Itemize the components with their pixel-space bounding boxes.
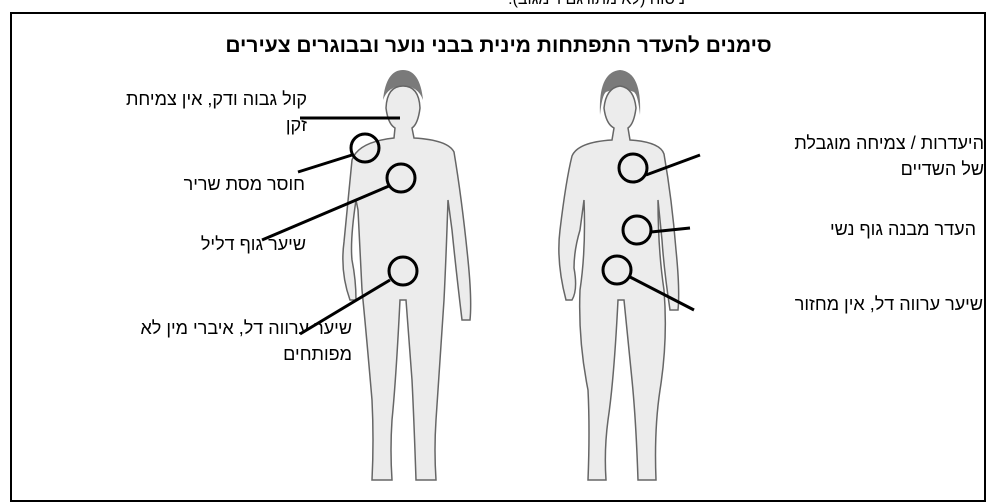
label-muscle: חוסר מסת שריר bbox=[184, 171, 305, 197]
illustration bbox=[0, 0, 997, 486]
label-body-hair: שיער גוף דליל bbox=[201, 231, 306, 257]
label-body-shape: העדר מבנה גוף נשי bbox=[830, 216, 976, 242]
male-figure bbox=[343, 70, 471, 480]
label-voice: קול גבוה ודק, אין צמיחת זקן bbox=[126, 86, 307, 138]
label-male-pubic: שיער ערווה דל, איברי מין לא מפותחים bbox=[140, 315, 352, 367]
label-female-pubic: שיער ערווה דל, אין מחזור bbox=[795, 291, 983, 317]
muscle-pointer-line bbox=[298, 155, 352, 172]
female-figure bbox=[559, 70, 679, 480]
label-breasts: היעדרות / צמיחה מוגבלת של השדיים bbox=[794, 130, 984, 182]
